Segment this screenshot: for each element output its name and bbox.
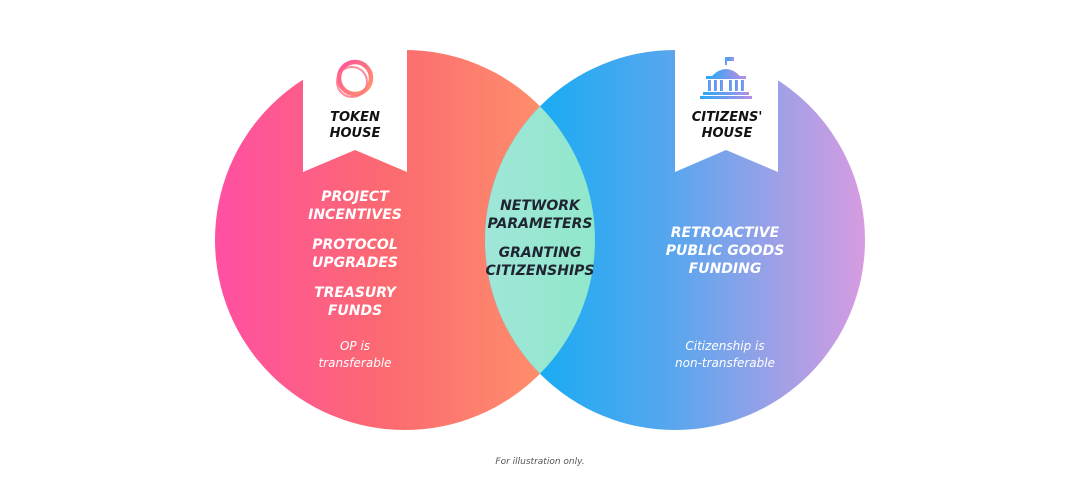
token-house-title: TOKEN HOUSE — [329, 110, 381, 141]
optimism-token-ring-icon — [336, 59, 374, 98]
citizens-house-note: Citizenship is non-transferable — [675, 339, 775, 370]
token-house-tab — [303, 36, 407, 172]
citizens-house-tab — [675, 36, 778, 172]
token-house-item: PROJECT INCENTIVES — [308, 189, 402, 223]
capitol-building-icon — [700, 57, 752, 99]
citizens-house-title: CITIZENS' HOUSE — [691, 110, 763, 141]
citizens-house-item: RETROACTIVE PUBLIC GOODS FUNDING — [665, 225, 785, 277]
illustration-disclaimer: For illustration only. — [495, 457, 585, 467]
overlap-item: GRANTING CITIZENSHIPS — [485, 245, 595, 279]
token-house-note: OP is transferable — [318, 339, 392, 370]
token-house-item: PROTOCOL UPGRADES — [311, 237, 398, 271]
overlap-item: NETWORK PARAMETERS — [487, 198, 593, 232]
token-house-item: TREASURY FUNDS — [314, 285, 396, 319]
